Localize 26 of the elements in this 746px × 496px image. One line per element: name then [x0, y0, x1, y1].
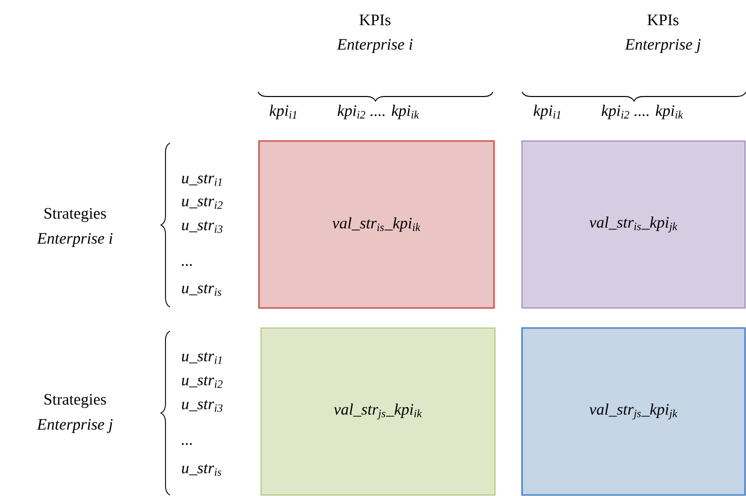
strategy-label: u_str$_{i1}$: [182, 352, 222, 364]
strategy-label: u_str$_{i2}$: [182, 197, 223, 209]
column-heading: KPIs: [359, 14, 390, 26]
row-heading: Strategies: [44, 208, 106, 222]
strategy-label: u_str$_{i3}$: [182, 221, 222, 233]
column-heading: KPIs: [647, 14, 678, 26]
column-heading: Enterprise j: [624, 39, 701, 53]
strategy-label: u_str$_{i1}$: [182, 174, 222, 186]
strategy-label: u_str$_{i2}$: [182, 376, 223, 388]
kpi-label: kpi$_{i1}$: [534, 104, 560, 120]
strategy-label: u_str$_{is}$: [182, 284, 222, 296]
value-box: val_str$_{is}$_kpi$_{ik}$: [258, 140, 495, 309]
strategy-label: u_str$_{is}$: [182, 464, 222, 476]
strategy-label: ...: [182, 264, 192, 266]
row-heading: Enterprise j: [36, 419, 113, 433]
strategy-label: ...: [182, 443, 192, 445]
value-box: val_str$_{js}$_kpi$_{jk}$: [521, 327, 746, 496]
kpi-label: kpi$_{i2}$ .... kpi$_{ik}$: [338, 104, 420, 120]
row-heading: Strategies: [44, 394, 106, 408]
kpi-label: kpi$_{i2}$ .... kpi$_{ik}$: [602, 104, 684, 120]
strategy-label: u_str$_{i3}$: [182, 400, 222, 412]
value-box: val_str$_{js}$_kpi$_{ik}$: [260, 328, 496, 496]
kpi-label: kpi$_{i1}$: [270, 104, 296, 120]
value-box: val_str$_{is}$_kpi$_{jk}$: [522, 140, 746, 308]
row-heading: Enterprise i: [36, 233, 113, 247]
column-heading: Enterprise i: [336, 39, 413, 53]
